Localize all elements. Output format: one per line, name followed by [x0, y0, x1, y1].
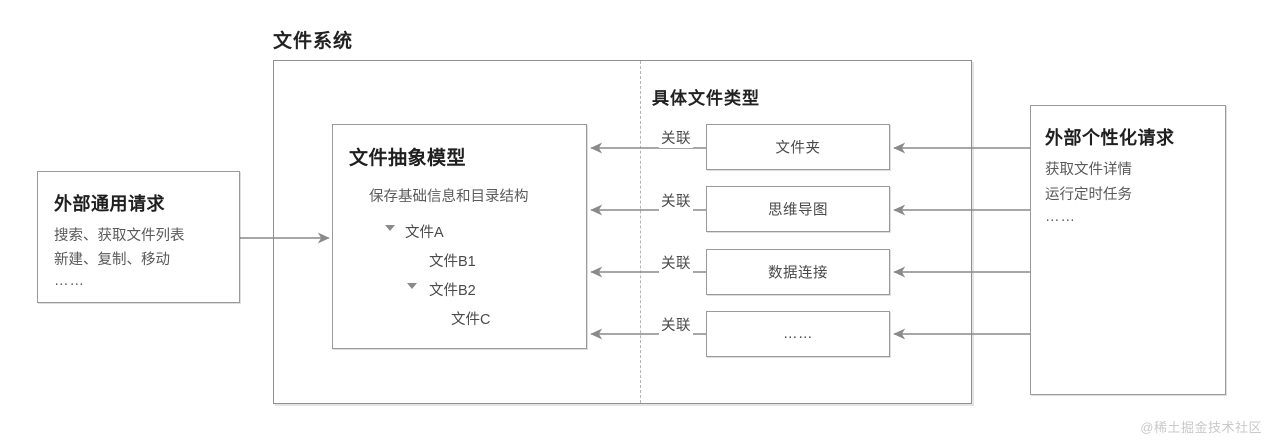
section-divider — [640, 61, 641, 403]
external-personalized-request-title: 外部个性化请求 — [1045, 128, 1175, 148]
file-type-box: 数据连接 — [706, 249, 890, 295]
tree-item-label: 文件B2 — [429, 283, 476, 299]
file-type-label: …… — [783, 326, 813, 342]
tree-item[interactable]: 文件C — [385, 308, 585, 337]
file-abstract-model-box: 文件抽象模型 保存基础信息和目录结构 文件A 文件B1 文件B2 文件C — [332, 124, 587, 349]
file-tree: 文件A 文件B1 文件B2 文件C — [385, 221, 585, 337]
file-type-box: 思维导图 — [706, 186, 890, 232]
file-type-box: 文件夹 — [706, 124, 890, 170]
external-personalized-request-line-2: 运行定时任务 — [1045, 187, 1132, 203]
tree-item-label: 文件B1 — [429, 254, 476, 270]
caret-down-icon[interactable] — [407, 283, 417, 289]
tree-item-label: 文件C — [451, 312, 491, 328]
tree-item-label: 文件A — [405, 225, 444, 241]
external-personalized-request-line-1: 获取文件详情 — [1045, 162, 1132, 178]
relation-label: 关联 — [659, 127, 693, 148]
file-type-label: 数据连接 — [768, 265, 828, 282]
external-general-request-line-3: …… — [54, 273, 85, 289]
relation-label: 关联 — [659, 314, 693, 335]
caret-down-icon[interactable] — [385, 225, 395, 231]
file-type-label: 文件夹 — [775, 140, 821, 157]
external-general-request-box: 外部通用请求 搜索、获取文件列表 新建、复制、移动 …… — [37, 171, 240, 303]
tree-item[interactable]: 文件B2 — [385, 279, 585, 308]
external-general-request-line-2: 新建、复制、移动 — [54, 252, 170, 268]
external-personalized-request-line-3: …… — [1045, 209, 1076, 225]
file-abstract-model-subtitle: 保存基础信息和目录结构 — [369, 189, 529, 205]
file-type-box: …… — [706, 311, 890, 357]
watermark: @稀土掘金技术社区 — [1140, 420, 1262, 435]
file-type-label: 思维导图 — [768, 202, 828, 219]
file-types-heading: 具体文件类型 — [652, 89, 760, 108]
relation-label: 关联 — [659, 252, 693, 273]
file-abstract-model-title: 文件抽象模型 — [349, 148, 467, 169]
external-general-request-line-1: 搜索、获取文件列表 — [54, 228, 185, 244]
system-title: 文件系统 — [273, 31, 354, 52]
relation-label: 关联 — [659, 190, 693, 211]
external-personalized-request-box: 外部个性化请求 获取文件详情 运行定时任务 …… — [1030, 105, 1226, 395]
tree-item[interactable]: 文件A — [385, 221, 585, 250]
external-general-request-title: 外部通用请求 — [54, 194, 165, 214]
tree-item[interactable]: 文件B1 — [385, 250, 585, 279]
